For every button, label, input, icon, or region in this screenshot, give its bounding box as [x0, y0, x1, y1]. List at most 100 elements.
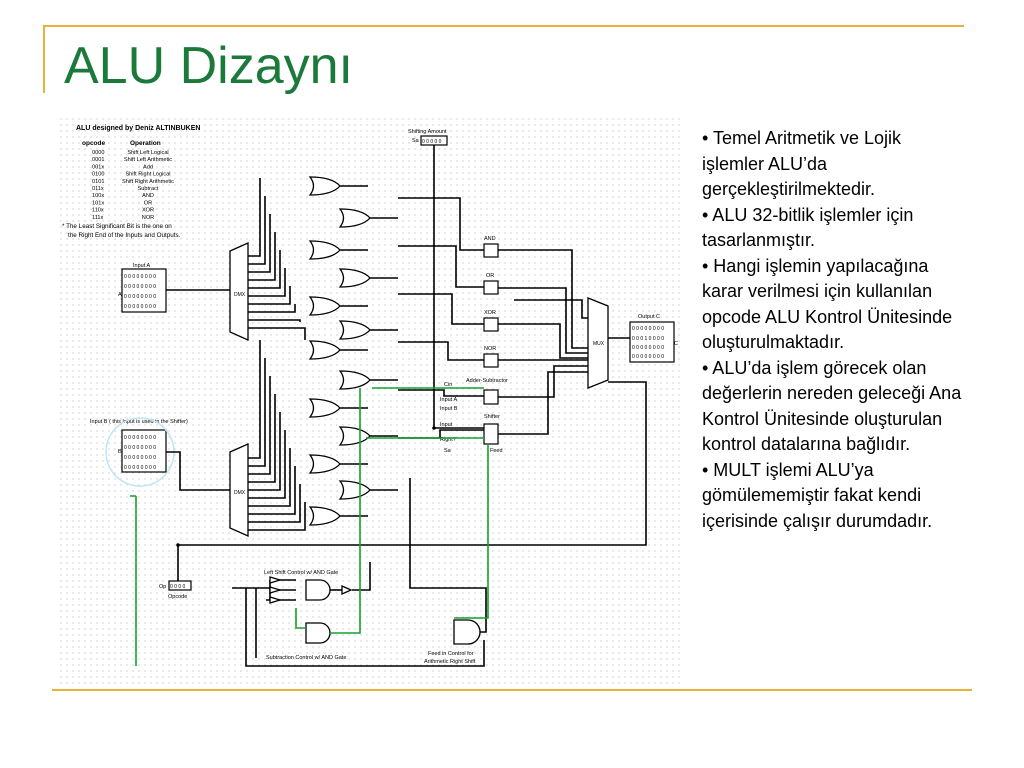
or-gate: [308, 398, 341, 418]
wire-opcode-bus: [178, 381, 647, 546]
dmx-b-fan-wire: [248, 448, 291, 507]
note-line-1: * The Least Significant Bit is the one o…: [62, 223, 172, 230]
dmx-a-fan-wire: [248, 327, 306, 340]
green-wire-sub: [330, 388, 361, 634]
not-gate-2: [269, 586, 283, 594]
not-gate-1: [269, 576, 283, 584]
opcode-code: 011x: [92, 186, 104, 192]
opcode-col-header: opcode: [82, 140, 105, 147]
dmx-b-fan-wire: [248, 394, 276, 483]
frame-line-left: [43, 25, 45, 93]
frame-line-top: [43, 25, 964, 27]
input-b-row-3: 0 0 0 0 0 0 0 0: [124, 455, 156, 461]
op-label: Op: [159, 584, 166, 590]
not-gate-4: [341, 584, 353, 596]
feed-control-label-1: Feed in Control for: [428, 651, 474, 657]
xor-unit-label: XOR: [484, 310, 496, 316]
unit-input-wire: [398, 245, 484, 288]
wire-or-out: [498, 287, 588, 354]
nor-unit-label: NOR: [484, 346, 496, 352]
input-b-register: [121, 429, 167, 473]
input-a-label: Input A: [133, 263, 150, 269]
dmx-b-fan-wire: [248, 412, 281, 491]
sa-bits: 0 0 0 0 0: [422, 139, 442, 145]
xor-unit: [483, 317, 499, 332]
opcode-code: 0101: [92, 179, 104, 185]
shifter-sa-label: Sa: [444, 448, 452, 454]
or-unit-label: OR: [486, 273, 494, 279]
opcode-label: Opcode: [168, 594, 187, 600]
opcode-operation: Shift Right Logical: [125, 172, 170, 178]
or-gate: [338, 370, 371, 390]
or-gate: [308, 240, 341, 260]
shifter-label: Shifter: [484, 414, 500, 420]
dmx-a: [229, 241, 249, 342]
input-a-row-4: 0 0 0 0 0 0 0 0: [124, 304, 156, 310]
opcode-code: 101x: [92, 200, 104, 206]
opcode-code: 111x: [92, 215, 104, 221]
opcode-operation: XOR: [142, 208, 154, 214]
dmx-a-fan-wire: [248, 286, 291, 305]
opcode-operation: Subtract: [138, 186, 159, 192]
input-b-row-1: 0 0 0 0 0 0 0 0: [124, 435, 156, 441]
green-wire-ls: [295, 608, 306, 629]
shifter-feed-label: Feed: [490, 448, 503, 454]
opcode-code: 0100: [92, 172, 104, 178]
or-gate: [308, 454, 341, 474]
output-c-row-1: 0 0 0 0 0 0 0 0: [632, 326, 664, 332]
or-gate: [338, 480, 371, 500]
shifter-unit: [483, 423, 499, 445]
unit-input-wire: [398, 197, 484, 251]
dmx-b-fan-wire: [248, 466, 296, 515]
opcode-operation: Add: [143, 164, 153, 170]
input-a-register: [121, 268, 167, 313]
opcode-operation: Shift Left Arithmetic: [124, 157, 172, 163]
operation-col-header: Operation: [130, 140, 161, 147]
left-shift-and-gate: [305, 579, 331, 601]
opcode-code: 0001: [92, 157, 104, 163]
wire-sub-in: [245, 588, 485, 667]
feed-control-label-2: Arithmetic Right Shift: [424, 659, 476, 665]
wire-as-out: [498, 365, 588, 398]
or-gate: [338, 268, 371, 288]
bullet-item: • Hangi işlemin yapılacağına karar veril…: [702, 255, 953, 353]
opcode-operation: NOR: [142, 215, 154, 221]
note-line-2: the Right End of the Inputs and Outputs.: [68, 232, 181, 239]
dmx-b-label: DMX: [234, 490, 246, 496]
or-gate: [308, 296, 341, 316]
dmx-b-fan-wire: [248, 430, 286, 499]
wire-xor-out: [498, 323, 588, 359]
nor-unit: [483, 353, 499, 368]
not-gate-3: [269, 596, 283, 604]
adder-subtractor-label: Adder-Subtractor: [466, 378, 508, 384]
green-wire-feed: [454, 444, 489, 619]
input-b-label: Input B ( this Input is used in the Shif…: [90, 419, 188, 425]
slide-title: ALU Dizaynı: [64, 37, 353, 95]
opcode-code: 0000: [92, 150, 104, 156]
or-gate: [308, 506, 341, 526]
subtraction-control-label: Subtraction Control w/ AND Gate: [266, 655, 346, 661]
output-c-row-2: 0 0 0 1 0 0 0 0: [632, 336, 664, 342]
wire-mux-select: [514, 299, 588, 319]
dmx-b-fan-wire: [248, 376, 271, 475]
shifter-right-label: Right?: [440, 437, 456, 443]
bullet-item: • Temel Aritmetik ve Lojik işlemler ALU’…: [702, 128, 902, 199]
dmx-a-fan-wire: [248, 268, 286, 297]
bullet-list: • Temel Aritmetik ve Lojik işlemler ALU’…: [702, 126, 964, 534]
op-bits: 0 0 0 0: [170, 584, 186, 590]
wire-ls-out: [352, 562, 371, 591]
input-b-row-2: 0 0 0 0 0 0 0 0: [124, 445, 156, 451]
or-gate: [308, 340, 341, 360]
subtraction-and-gate: [305, 622, 331, 644]
bullet-item: • ALU 32-bitlik işlemler için tasarlanmı…: [702, 204, 914, 251]
dmx-a-fan-wire: [248, 196, 266, 265]
output-c-pin: C: [674, 341, 678, 347]
or-unit: [483, 280, 499, 295]
input-a-row-3: 0 0 0 0 0 0 0 0: [124, 294, 156, 300]
dmx-a-label: DMX: [234, 292, 246, 298]
unit-input-wire: [398, 293, 484, 325]
opcode-code: 100x: [92, 193, 104, 199]
grid-background: [60, 118, 680, 686]
bullet-item: • MULT işlemi ALU’ya gömülememiştir faka…: [702, 459, 933, 531]
mux-label: MUX: [593, 341, 605, 347]
